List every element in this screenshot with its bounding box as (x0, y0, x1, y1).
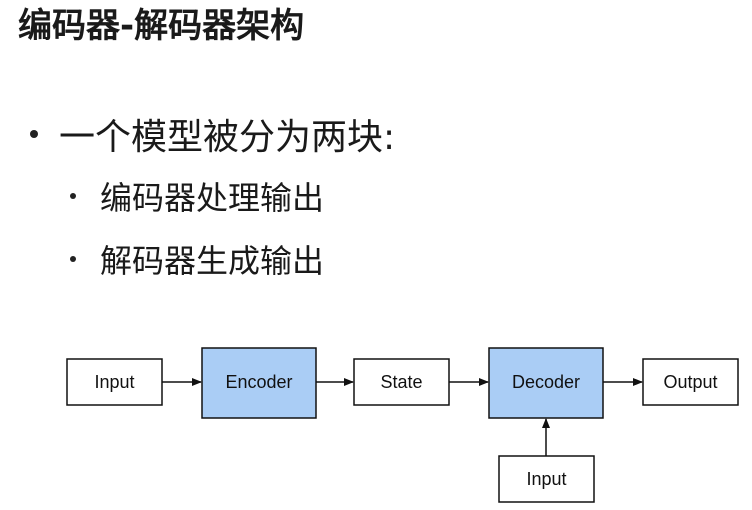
decoder-node: Decoder (488, 347, 604, 419)
decoder-input-node: Input (498, 455, 595, 503)
bullet-sub-encoder-text: 编码器处理输出 (100, 179, 325, 217)
bullet-sub-decoder-text: 解码器生成输出 (100, 242, 325, 280)
state-node-label: State (380, 372, 422, 392)
decoder-node-label: Decoder (512, 372, 580, 392)
bullet-dot-icon (30, 130, 38, 138)
bullet-main-text: 一个模型被分为两块: (59, 117, 396, 158)
input-node-label: Input (94, 372, 134, 392)
encoder-node: Encoder (201, 347, 317, 419)
bullet-dot-icon (70, 256, 76, 262)
bullet-dot-icon (70, 193, 76, 199)
bullet-sub-encoder: 编码器处理输出 (70, 173, 324, 219)
slide-title: 编码器-解码器架构 (18, 6, 305, 46)
encoder-node-label: Encoder (225, 372, 292, 392)
input-node: Input (66, 358, 163, 406)
output-node-label: Output (663, 372, 717, 392)
bullet-sub-decoder: 解码器生成输出 (70, 236, 324, 282)
decoder-input-node-label: Input (526, 469, 566, 489)
bullet-main: 一个模型被分为两块: (30, 108, 395, 160)
state-node: State (353, 358, 450, 406)
output-node: Output (642, 358, 739, 406)
